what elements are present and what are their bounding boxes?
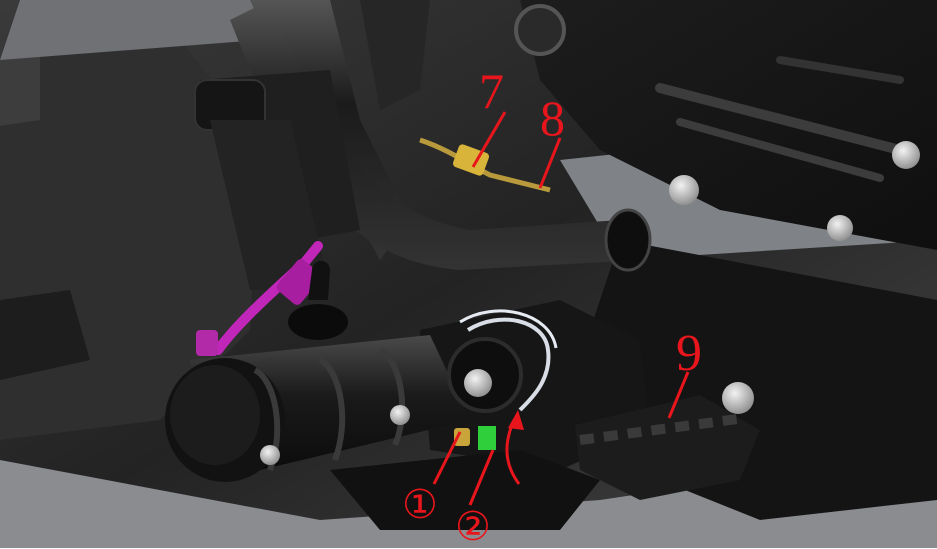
rider-footpeg [165,335,470,482]
rotation-arrow-head [508,410,524,430]
leader-7 [471,111,507,168]
callout-1: ① [402,482,438,527]
hose-fitting [276,259,322,305]
lower-bracket [330,450,600,530]
housing-edge [0,56,40,126]
housing-slot [0,290,90,380]
breather-pipe [308,261,330,300]
callout-8: 8 [540,90,565,146]
leader-8 [538,137,562,189]
pivot-spring [447,309,558,413]
frame-down-tube [210,120,330,290]
leader-2 [468,449,495,506]
green-washer [478,426,496,450]
callout-9: 9 [676,325,702,382]
cover-rib-2 [676,118,884,182]
brass-nut [454,428,470,446]
cover-boss [514,4,566,56]
top-casing [0,0,300,60]
engine-cover [520,0,937,250]
leader-1 [432,431,462,485]
callout-7: 7 [479,63,504,119]
cover-rib-3 [776,56,904,84]
frame-tube-rear [360,0,430,110]
tube-end [604,208,652,272]
callout-lines [432,111,690,506]
leader-9 [667,371,690,419]
callout-2: ② [455,504,491,549]
hose-end [196,330,218,356]
lower-casing [0,450,937,548]
cover-rib-1 [655,83,905,155]
passenger-step [575,382,760,500]
breather-base [288,304,348,340]
